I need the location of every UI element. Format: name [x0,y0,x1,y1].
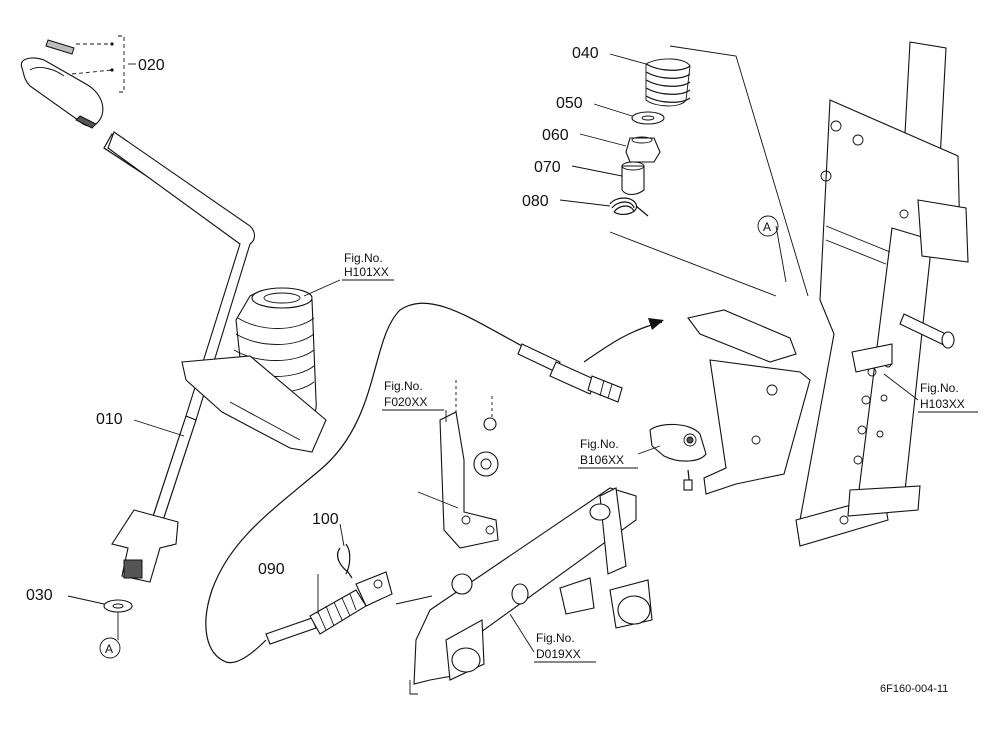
ref-a-left-label: A [105,642,113,656]
figref-f020: Fig.No. F020XX [382,379,444,411]
figref-d019: Fig.No. D019XX [534,631,596,663]
ref-circle-a-right [757,215,779,237]
callout-030: 030 [26,587,53,604]
drawing-code: 6F160-004-11 [880,683,948,695]
figref-b106: Fig.No. B106XX [578,437,638,469]
cable-end-090 [265,571,393,645]
cable-end-upper [517,343,623,403]
spring-040 [645,58,691,107]
svg-text:Fig.No.: Fig.No. [920,381,959,395]
svg-text:H101XX: H101XX [344,265,389,279]
collar-070 [621,165,645,196]
callout-060: 060 [542,127,569,144]
ref-circle-a-left [99,637,121,659]
torsion-spring-080 [609,197,649,217]
svg-text:Fig.No.: Fig.No. [384,379,423,393]
callout-100: 100 [312,511,339,528]
washer-050 [631,111,665,125]
figref-h103: Fig.No. H103XX [918,381,978,413]
svg-text:Fig.No.: Fig.No. [580,437,619,451]
callout-010: 010 [96,411,123,428]
callout-090: 090 [258,561,285,578]
lever-knob-group [20,35,125,129]
svg-text:B106XX: B106XX [580,453,624,467]
ref-a-right-label: A [763,220,771,234]
callout-070: 070 [534,159,561,176]
svg-text:Fig.No.: Fig.No. [344,251,383,265]
svg-text:D019XX: D019XX [536,647,581,661]
callout-040: 040 [572,45,599,62]
washer-030 [103,599,133,613]
boot-bellows [181,287,327,453]
knob-pin [45,39,75,55]
shaft-d019 [409,487,653,695]
callout-080: 080 [522,193,549,210]
figref-h101: Fig.No. H101XX [342,251,394,281]
svg-text:Fig.No.: Fig.No. [536,631,575,645]
clip-100 [336,543,353,579]
nut-060 [625,137,661,163]
cable-path [205,302,523,664]
pivot-bracket [649,309,811,495]
svg-text:H103XX: H103XX [920,397,965,411]
bracket-f020 [439,380,499,549]
callout-020: 020 [138,57,165,74]
main-frame [795,41,969,547]
svg-text:F020XX: F020XX [384,395,427,409]
callout-050: 050 [556,95,583,112]
shift-lever-010 [103,131,256,583]
direction-arrow [648,318,664,330]
